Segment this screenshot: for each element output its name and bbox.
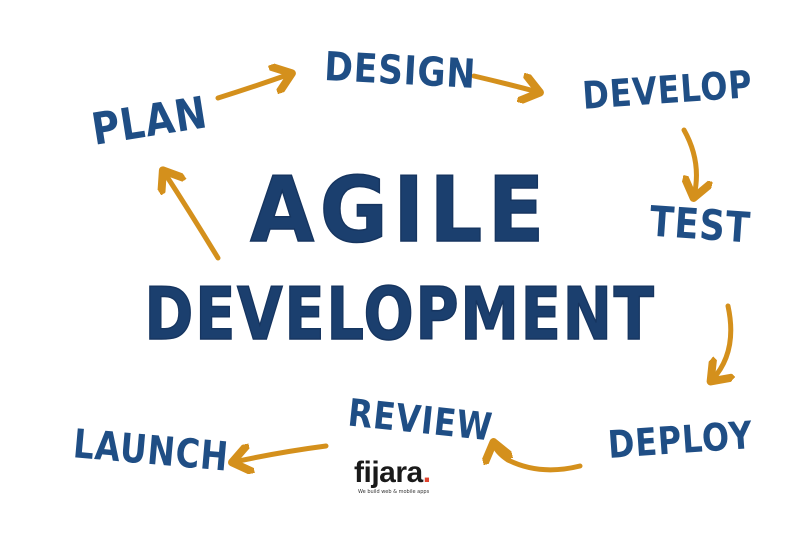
logo-wordmark: fijara. [354, 458, 454, 488]
title-line-2: DEVELOPMENT [144, 271, 656, 357]
arrow-test-to-deploy [712, 303, 731, 380]
arrow-launch-to-plan [164, 172, 221, 261]
logo-dot: . [422, 456, 431, 489]
arrow-deploy-to-review [494, 444, 583, 473]
logo-tagline: We build web & mobile apps [358, 489, 430, 495]
arrow-develop-to-test [684, 127, 696, 196]
arrow-review-to-launch [234, 443, 329, 462]
arrow-plan-to-design [215, 74, 290, 101]
stage-design: DESIGN [323, 44, 478, 98]
logo-name: fijara [354, 456, 423, 489]
company-logo: fijara. We build web & mobile apps [354, 458, 454, 496]
arrow-design-to-develop [471, 76, 538, 92]
title-line-1: AGILE [249, 157, 550, 264]
